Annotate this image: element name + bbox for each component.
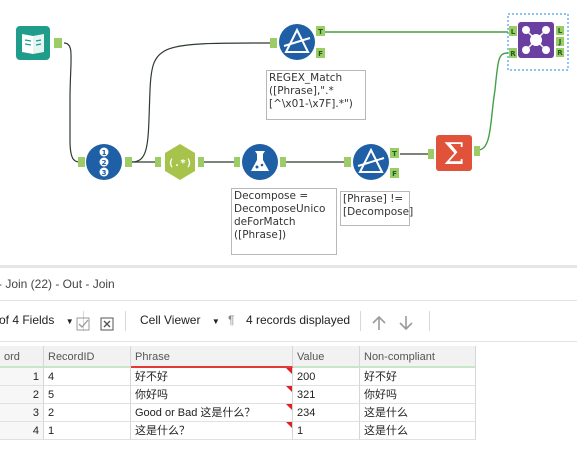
edit-check-icon[interactable] [76, 317, 90, 331]
fields-selector-label: of 4 Fields [0, 313, 55, 327]
decompose-filter-annotation: [Phrase] != [Decompose] [340, 191, 413, 226]
table-cell-value[interactable]: 234 [293, 404, 360, 422]
cell-text: Good or Bad 这是什么？ [135, 407, 256, 419]
column-header-label: RecordID [48, 351, 95, 363]
filter-tool-regex[interactable]: T F [270, 20, 332, 68]
row-number[interactable]: 3 [0, 404, 44, 422]
cell-flag-icon [286, 386, 292, 392]
left-anchor-label: L [511, 28, 516, 36]
cell-flag-icon [286, 422, 292, 428]
column-header-phrase[interactable]: Phrase [131, 346, 293, 368]
table-cell-recordid[interactable]: 2 [44, 404, 131, 422]
workflow-connections [63, 31, 509, 163]
toolbar-divider [83, 311, 84, 331]
row-number[interactable]: 4 [0, 422, 44, 440]
regex-filter-annotation: REGEX_Match ([Phrase],".* [^\x01-\x7F].*… [266, 70, 366, 120]
input-data-tool[interactable] [14, 24, 64, 64]
arrow-up-icon[interactable] [371, 315, 387, 331]
filter-tool-decompose[interactable]: T F [344, 140, 406, 188]
join-tool[interactable]: L R L J R [506, 13, 572, 71]
table-cell-non-compliant[interactable]: 好不好 [360, 368, 476, 386]
regex-symbol: (.*) [168, 158, 192, 169]
true-anchor-label: T [392, 150, 397, 158]
toolbar-divider [360, 311, 361, 331]
workflow-canvas[interactable]: 1 2 3 (.*) T F T F [0, 0, 577, 268]
table-cell-value[interactable]: 1 [293, 422, 360, 440]
cell-text: 好不好 [135, 371, 168, 383]
join-output-anchor-label: J [558, 38, 562, 46]
false-anchor-label: F [392, 170, 397, 178]
row-number[interactable]: 1 [0, 368, 44, 386]
record-id-digit-3: 3 [102, 169, 107, 177]
records-displayed: 4 records displayed [246, 313, 351, 327]
decompose-formula-annotation: Decompose = DecomposeUnico deForMatch ([… [231, 188, 337, 255]
right-anchor-label: R [510, 50, 516, 58]
cell-viewer-selector[interactable]: Cell Viewer ▼ [140, 313, 220, 327]
pilcrow-icon[interactable]: ¶ [228, 313, 235, 327]
table-cell-non-compliant[interactable]: 你好吗 [360, 386, 476, 404]
connection-summarize-to-join-right [477, 52, 509, 151]
toolbar-divider [429, 311, 430, 331]
column-header-non-compliant[interactable]: Non-compliant [360, 346, 476, 368]
column-header-value[interactable]: Value [293, 346, 360, 368]
fields-selector[interactable]: of 4 Fields ▼ [0, 313, 74, 327]
left-output-anchor-label: L [558, 27, 563, 35]
column-header-label: ord [4, 351, 20, 363]
connection-input-to-recordid [63, 42, 83, 163]
record-id-digit-2: 2 [102, 159, 107, 167]
results-panel-header: - Join (22) - Out - Join [0, 268, 577, 301]
column-header-label: Non-compliant [364, 351, 435, 363]
row-number[interactable]: 2 [0, 386, 44, 404]
summarize-tool[interactable]: Σ [428, 131, 482, 175]
cell-flag-icon [286, 404, 292, 410]
toolbar-divider [125, 311, 126, 331]
column-header-recordid[interactable]: RecordID [44, 346, 131, 368]
panel-divider[interactable] [0, 265, 577, 268]
formula-tool[interactable] [234, 142, 288, 186]
cell-flag-icon [286, 368, 292, 374]
cell-viewer-label: Cell Viewer [140, 313, 201, 327]
chevron-down-icon: ▼ [211, 317, 220, 326]
table-cell-phrase[interactable]: 好不好 [131, 368, 293, 386]
cancel-edit-icon[interactable] [100, 317, 114, 331]
true-anchor-label: T [318, 28, 323, 36]
regex-tool[interactable]: (.*) [155, 142, 205, 186]
record-id-tool[interactable]: 1 2 3 [78, 142, 136, 186]
table-cell-phrase[interactable]: Good or Bad 这是什么？ [131, 404, 293, 422]
column-header-label: Phrase [135, 351, 170, 363]
column-header-label: Value [297, 351, 325, 363]
arrow-down-icon[interactable] [398, 315, 414, 331]
connection-recordid-to-filter1 [131, 42, 276, 163]
table-cell-recordid[interactable]: 5 [44, 386, 131, 404]
record-id-digit-1: 1 [102, 149, 107, 157]
results-toolbar: of 4 Fields ▼ Cell Viewer ▼ ¶ 4 records … [0, 301, 577, 342]
cell-text: 你好吗 [135, 389, 168, 401]
false-anchor-label: F [318, 50, 323, 58]
right-output-anchor-label: R [557, 49, 563, 57]
sigma-icon: Σ [443, 137, 464, 172]
table-cell-recordid[interactable]: 4 [44, 368, 131, 386]
table-cell-recordid[interactable]: 1 [44, 422, 131, 440]
table-cell-non-compliant[interactable]: 这是什么 [360, 404, 476, 422]
table-cell-value[interactable]: 200 [293, 368, 360, 386]
table-cell-phrase[interactable]: 你好吗 [131, 386, 293, 404]
table-cell-value[interactable]: 321 [293, 386, 360, 404]
chevron-down-icon: ▼ [65, 317, 74, 326]
cell-text: 这是什么？ [135, 425, 190, 437]
results-title: - Join (22) - Out - Join [0, 277, 115, 291]
column-header-record[interactable]: ord [0, 346, 44, 368]
table-cell-non-compliant[interactable]: 这是什么 [360, 422, 476, 440]
table-cell-phrase[interactable]: 这是什么？ [131, 422, 293, 440]
